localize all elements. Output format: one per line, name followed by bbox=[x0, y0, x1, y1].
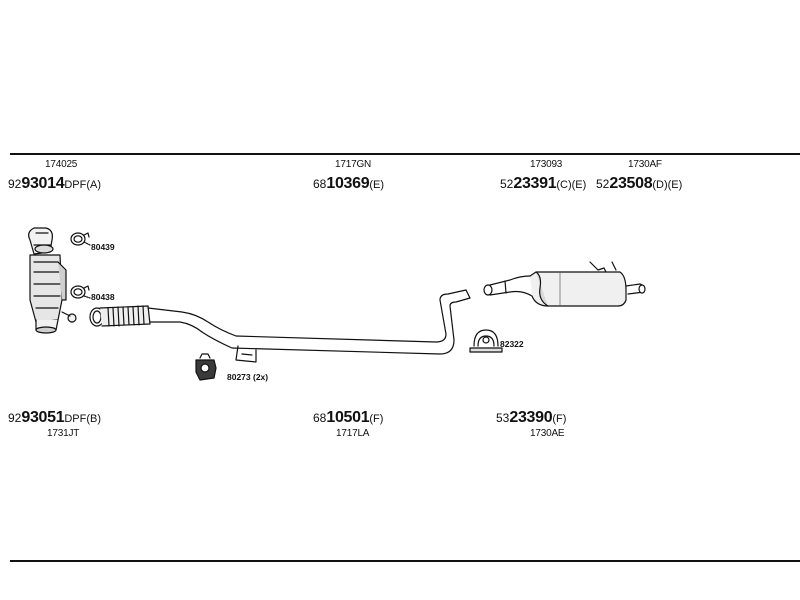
front-flex-pipe-part[interactable] bbox=[89, 305, 151, 327]
bottom-code-rear-silencer[interactable]: 5323390(F) bbox=[496, 409, 567, 426]
callout-clamp-lower: 80438 bbox=[91, 292, 115, 302]
bottom-ref-dpf: 1731JT bbox=[47, 428, 80, 439]
top-ref-middle-pipe: 1717GN bbox=[335, 159, 372, 170]
top-code-rear-silencer[interactable]: 5223391(C)(E) bbox=[500, 175, 587, 192]
dpf-catalyst-part[interactable] bbox=[28, 227, 77, 334]
top-code-middle-pipe[interactable]: 6810369(E) bbox=[313, 175, 385, 192]
callout-hanger-pair: 80273 (2x) bbox=[227, 372, 269, 382]
rear-hanger-part[interactable] bbox=[469, 329, 503, 353]
bottom-code-middle-pipe[interactable]: 6810501(F) bbox=[313, 409, 384, 426]
clamp-lower-part[interactable] bbox=[70, 285, 91, 299]
callout-hanger-rear: 82322 bbox=[500, 339, 524, 349]
clamp-top-part[interactable] bbox=[70, 232, 91, 246]
bottom-ref-rear-silencer: 1730AE bbox=[530, 428, 565, 439]
rear-silencer-part[interactable] bbox=[483, 261, 646, 307]
middle-pipe-part[interactable] bbox=[147, 289, 471, 363]
top-ref-rear-silencer-alt: 1730AF bbox=[628, 159, 662, 170]
top-code-rear-silencer-alt[interactable]: 5223508(D)(E) bbox=[596, 175, 683, 192]
top-divider-line bbox=[10, 153, 800, 155]
callout-clamp-top: 80439 bbox=[91, 242, 115, 252]
rubber-hanger-pair-part[interactable] bbox=[195, 353, 217, 381]
top-code-dpf[interactable]: 9293014DPF(A) bbox=[8, 175, 102, 192]
top-ref-dpf: 174025 bbox=[45, 159, 78, 170]
top-ref-rear-silencer: 173093 bbox=[530, 159, 563, 170]
bottom-divider-line bbox=[10, 560, 800, 562]
bottom-ref-middle-pipe: 1717LA bbox=[336, 428, 370, 439]
bottom-code-dpf[interactable]: 9293051DPF(B) bbox=[8, 409, 102, 426]
